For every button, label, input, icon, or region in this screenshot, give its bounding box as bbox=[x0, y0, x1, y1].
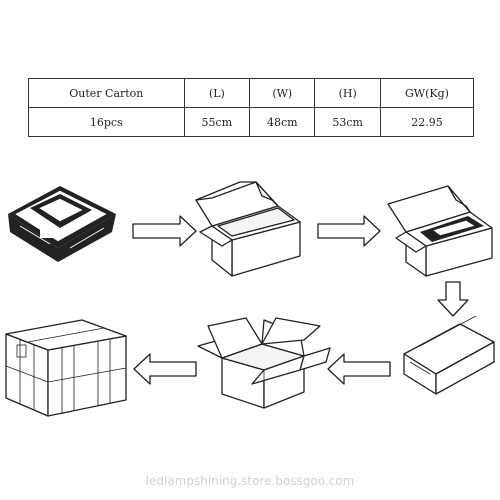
packed-carton-icon bbox=[387, 185, 493, 277]
carton-flaps-open-icon bbox=[197, 317, 331, 409]
value-cell-gross-weight: 22.95 bbox=[379, 107, 475, 137]
outline-arrow-icon bbox=[327, 353, 391, 385]
header-cell-gross-weight: GW(Kg) bbox=[379, 78, 475, 108]
outline-arrow-icon bbox=[317, 215, 381, 247]
outline-arrow-icon bbox=[133, 353, 197, 385]
header-cell-length: (L) bbox=[183, 78, 251, 108]
packing-spec-table: Outer Carton (L) (W) (H) GW(Kg) 16pcs 55… bbox=[28, 78, 475, 137]
header-cell-outer-carton: Outer Carton bbox=[28, 78, 185, 108]
closed-carton-icon bbox=[403, 315, 495, 395]
watermark-text: ledlampshining.store.bossgoo.com bbox=[145, 474, 355, 488]
outline-arrow-icon bbox=[437, 281, 469, 317]
spec-header-row: Outer Carton (L) (W) (H) GW(Kg) bbox=[28, 78, 475, 108]
value-cell-height: 53cm bbox=[314, 107, 381, 137]
value-cell-width: 48cm bbox=[249, 107, 316, 137]
open-carton-icon bbox=[195, 181, 301, 277]
header-cell-height: (H) bbox=[314, 78, 381, 108]
lamp-housing-icon bbox=[8, 186, 116, 262]
outline-arrow-icon bbox=[132, 215, 197, 247]
value-cell-length: 55cm bbox=[183, 107, 251, 137]
taped-master-carton-icon bbox=[5, 319, 127, 417]
spec-value-row: 16pcs 55cm 48cm 53cm 22.95 bbox=[28, 107, 475, 137]
